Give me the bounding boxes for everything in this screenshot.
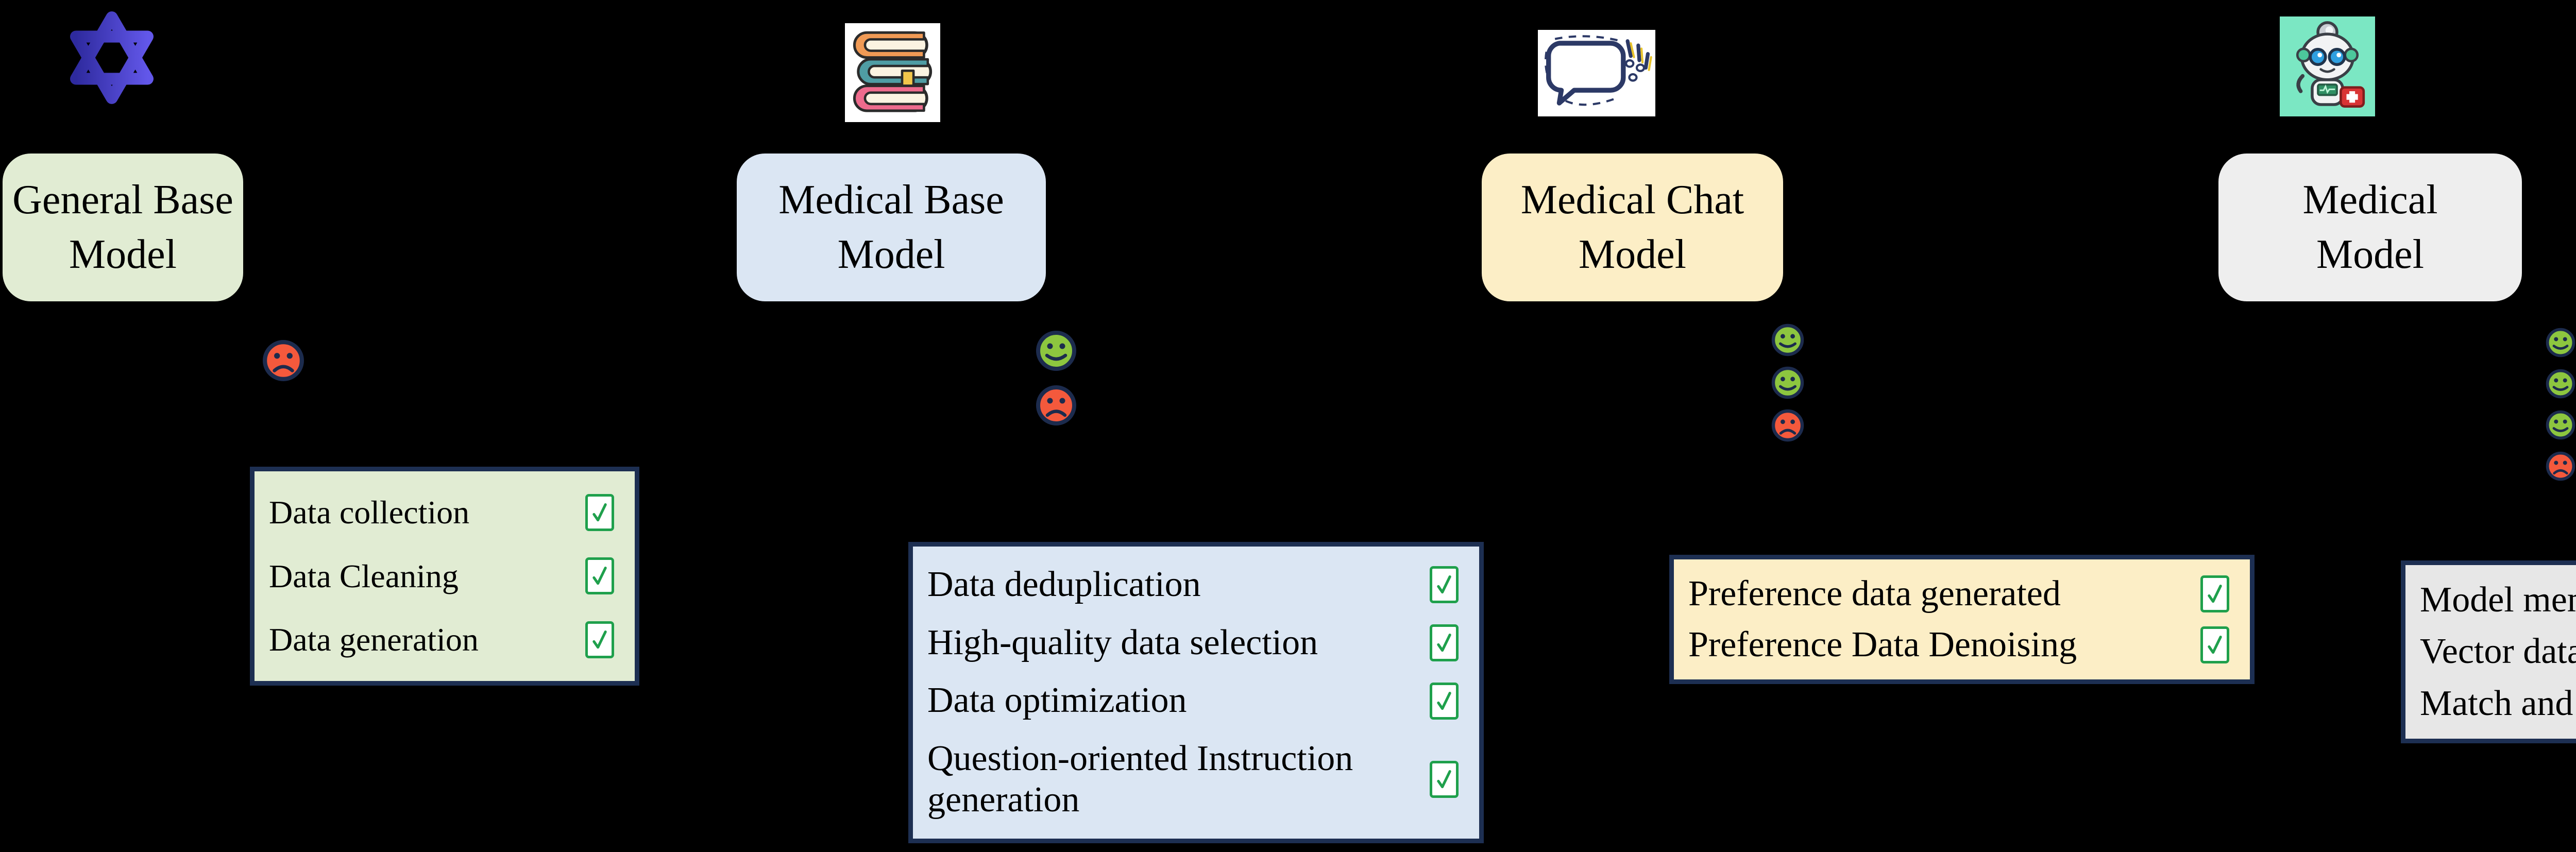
model-box: Medical Model (2218, 154, 2522, 301)
checked-checkbox-icon (2200, 626, 2229, 663)
task-row: Data collection (269, 493, 614, 532)
emoji-column (1036, 330, 1077, 426)
checked-checkbox-icon (1430, 682, 1459, 720)
task-list: Model memory searchesVector databases co… (2401, 560, 2576, 743)
checked-checkbox-icon (585, 493, 614, 531)
model-box-title: Medical Model (2302, 177, 2438, 277)
checked-checkbox-icon (1430, 761, 1459, 798)
sad-face-icon (1771, 409, 1804, 442)
checked-checkbox-icon (1430, 624, 1459, 661)
task-row: Vector databases construction (2420, 631, 2576, 673)
model-box-title: General Base Model (12, 177, 233, 277)
task-row: High-quality data selection (927, 622, 1459, 664)
robot-doctor-icon (2280, 16, 2375, 116)
task-label: Question-oriented Instruction generation (927, 738, 1353, 820)
checked-checkbox-icon (2200, 575, 2229, 613)
checked-checkbox-icon (585, 557, 614, 595)
qwen-logo-icon (66, 11, 158, 104)
happy-face-icon (2546, 369, 2575, 399)
task-label: Data deduplication (927, 565, 1201, 605)
sad-face-icon (263, 340, 304, 381)
model-box: Medical Base Model (737, 154, 1046, 301)
emoji-column (1771, 323, 1804, 442)
chat-bubble-icon (1538, 30, 1655, 116)
task-label: Data Cleaning (269, 557, 459, 594)
emoji-column (2546, 328, 2575, 481)
emoji-column (262, 339, 304, 382)
task-row: Data optimization (927, 680, 1459, 722)
task-label: Preference Data Denoising (1688, 624, 2077, 664)
task-label: Match and replace (2420, 683, 2576, 723)
happy-face-icon (1771, 366, 1804, 399)
task-label: Data optimization (927, 680, 1187, 721)
happy-face-icon (2546, 328, 2575, 357)
task-label: Preference data generated (1688, 574, 2061, 614)
sad-face-icon (1036, 385, 1076, 425)
task-row: Question-oriented Instruction generation (927, 738, 1459, 821)
task-row: Data generation (269, 621, 614, 659)
model-box-title: Medical Base Model (778, 177, 1004, 277)
happy-face-icon (1771, 323, 1804, 356)
task-row: Match and replace (2420, 683, 2576, 725)
books-icon (845, 23, 940, 122)
checked-checkbox-icon (585, 621, 614, 659)
task-row: Preference Data Denoising (1688, 624, 2229, 666)
task-row: Data deduplication (927, 564, 1459, 606)
model-box: Medical Chat Model (1482, 154, 1783, 301)
checked-checkbox-icon (1430, 566, 1459, 604)
task-label: High-quality data selection (927, 622, 1318, 662)
task-row: Data Cleaning (269, 557, 614, 595)
happy-face-icon (2546, 410, 2575, 440)
task-label: Vector databases construction (2420, 632, 2576, 672)
sad-face-icon (2546, 451, 2575, 481)
task-label: Data collection (269, 494, 470, 531)
happy-face-icon (1036, 331, 1076, 371)
task-row: Preference data generated (1688, 573, 2229, 615)
task-label: Model memory searches (2420, 580, 2576, 620)
task-row: Model memory searches (2420, 580, 2576, 621)
model-box: General Base Model (3, 154, 243, 301)
model-box-title: Medical Chat Model (1520, 177, 1744, 277)
task-label: Data generation (269, 621, 479, 658)
